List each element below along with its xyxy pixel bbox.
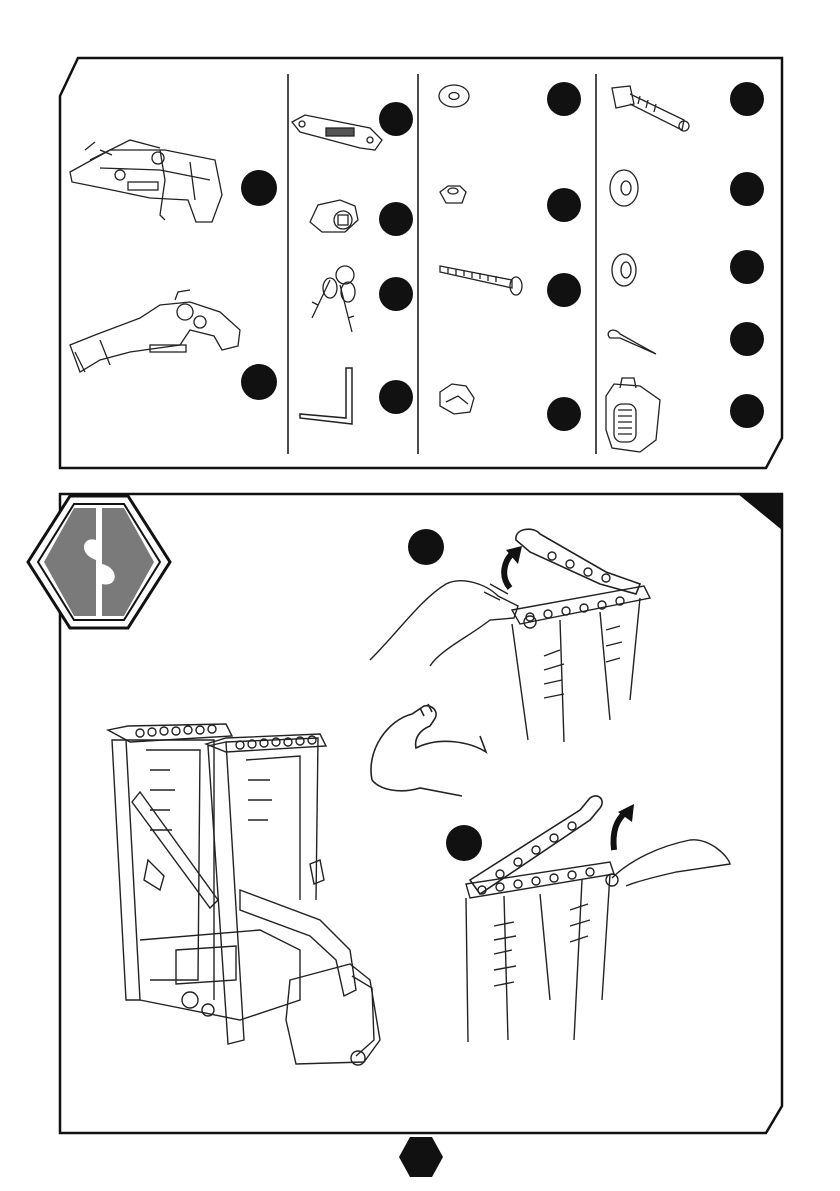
lock-nut-icon bbox=[440, 186, 466, 203]
bike-carrier-extension-unit-icon bbox=[70, 290, 240, 372]
part-badge-split-pin bbox=[730, 322, 764, 356]
coupling-lock-knob-icon bbox=[310, 200, 358, 232]
step-badge-two bbox=[446, 825, 482, 861]
large-washer-icon bbox=[610, 170, 638, 206]
tow-strap-plate-icon bbox=[292, 115, 382, 150]
bike-carrier-main-unit-icon bbox=[70, 140, 222, 222]
part-badge-rubber-spacer bbox=[547, 397, 581, 431]
part-badge-hinge-bolt bbox=[730, 82, 764, 116]
allen-key-icon bbox=[300, 368, 352, 424]
part-badge-key-set bbox=[379, 277, 413, 311]
part-badge-spring-washer bbox=[730, 250, 764, 284]
number-plate-light-icon bbox=[606, 378, 660, 452]
parts-panel-frame bbox=[0, 0, 840, 480]
hinge-bolt-icon bbox=[612, 86, 689, 131]
key-set-icon bbox=[312, 266, 355, 332]
threaded-bolt-icon bbox=[440, 266, 522, 295]
step-two-strap-detail bbox=[466, 796, 730, 1042]
strength-arm-icon bbox=[371, 704, 486, 796]
rubber-spacer-icon bbox=[440, 384, 474, 414]
part-badge-lock-nut bbox=[547, 188, 581, 222]
part-badge-extension-unit bbox=[241, 364, 277, 400]
part-badge-lock-knob bbox=[379, 202, 413, 236]
part-badge-main-unit bbox=[241, 170, 277, 206]
lift-strap-arrow-icon bbox=[614, 812, 627, 850]
spring-washer-icon bbox=[612, 254, 636, 286]
corner-tab-icon bbox=[738, 494, 782, 530]
folded-carrier-illustration bbox=[108, 724, 380, 1065]
flat-washer-icon bbox=[439, 85, 469, 107]
assembly-panel-frame bbox=[0, 480, 840, 1191]
split-pin-icon bbox=[608, 330, 656, 354]
page-number-hexagon-icon bbox=[398, 1136, 444, 1178]
part-badge-large-washer bbox=[730, 172, 764, 206]
step-badge-one bbox=[408, 529, 444, 565]
part-badge-tow-strap-plate bbox=[379, 102, 413, 136]
part-badge-flat-washer bbox=[547, 82, 581, 116]
assembly-panel bbox=[0, 480, 840, 1191]
two-person-assembly-icon bbox=[28, 496, 170, 628]
parts-panel bbox=[0, 0, 840, 480]
part-badge-number-plate-light bbox=[730, 394, 764, 428]
part-badge-allen-key bbox=[379, 380, 413, 414]
part-badge-threaded-bolt bbox=[547, 273, 581, 307]
